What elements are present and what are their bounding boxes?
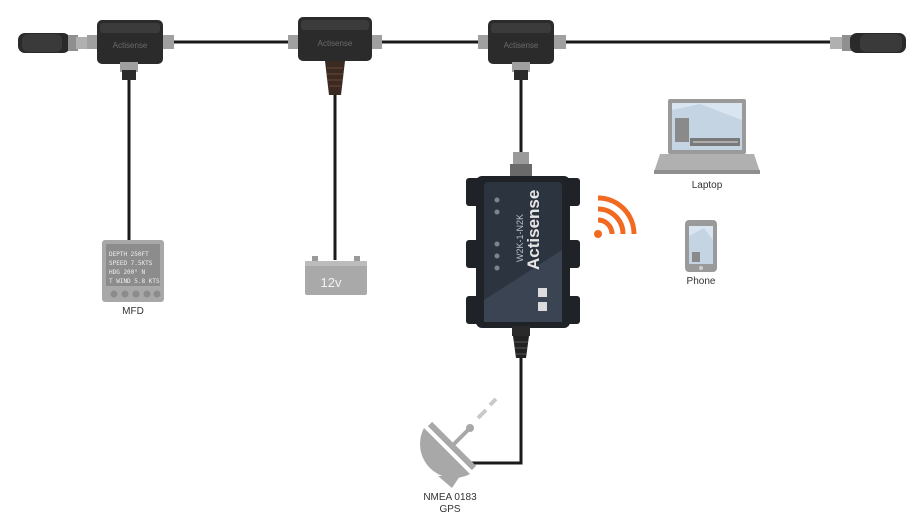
satellite-dish-icon (420, 397, 498, 488)
tee-2-brand: Actisense (318, 39, 353, 48)
mfd-line-1: DEPTH 250FT (109, 251, 149, 258)
gateway-brand: Actisense (524, 190, 543, 270)
tee-3-brand: Actisense (504, 41, 539, 50)
gateway-model: W2K-1-N2K (515, 214, 525, 262)
wifi-icon (594, 195, 637, 238)
tee-connector-power: Actisense (288, 17, 382, 95)
laptop-icon (654, 99, 760, 174)
gps-cable (470, 355, 523, 465)
gps-label-line1: NMEA 0183 (423, 492, 477, 503)
drop-cables (127, 80, 523, 465)
laptop-label: Laptop (691, 180, 723, 191)
mfd-label: MFD (122, 306, 144, 317)
gps-label-line2: GPS (439, 504, 461, 515)
wifi-gateway-device: Actisense W2K-1-N2K (466, 152, 580, 358)
mfd-line-2: SPEED 7.5KTS (109, 260, 153, 267)
tee-connector-1: Actisense (87, 20, 174, 80)
mfd-display-icon: DEPTH 250FT SPEED 7.5KTS HDG 200° N T WI… (102, 240, 164, 302)
battery-label: 12v (321, 275, 342, 290)
mfd-line-3: HDG 200° N (109, 269, 146, 276)
phone-icon (685, 220, 717, 272)
phone-label: Phone (686, 276, 716, 287)
terminator-left (18, 33, 90, 53)
terminator-right (830, 33, 906, 53)
tee-1-brand: Actisense (113, 41, 148, 50)
tee-connector-3: Actisense (478, 20, 566, 80)
mfd-line-4: T WIND 5.8 KTS (109, 278, 160, 285)
battery-icon: 12v (305, 256, 367, 295)
